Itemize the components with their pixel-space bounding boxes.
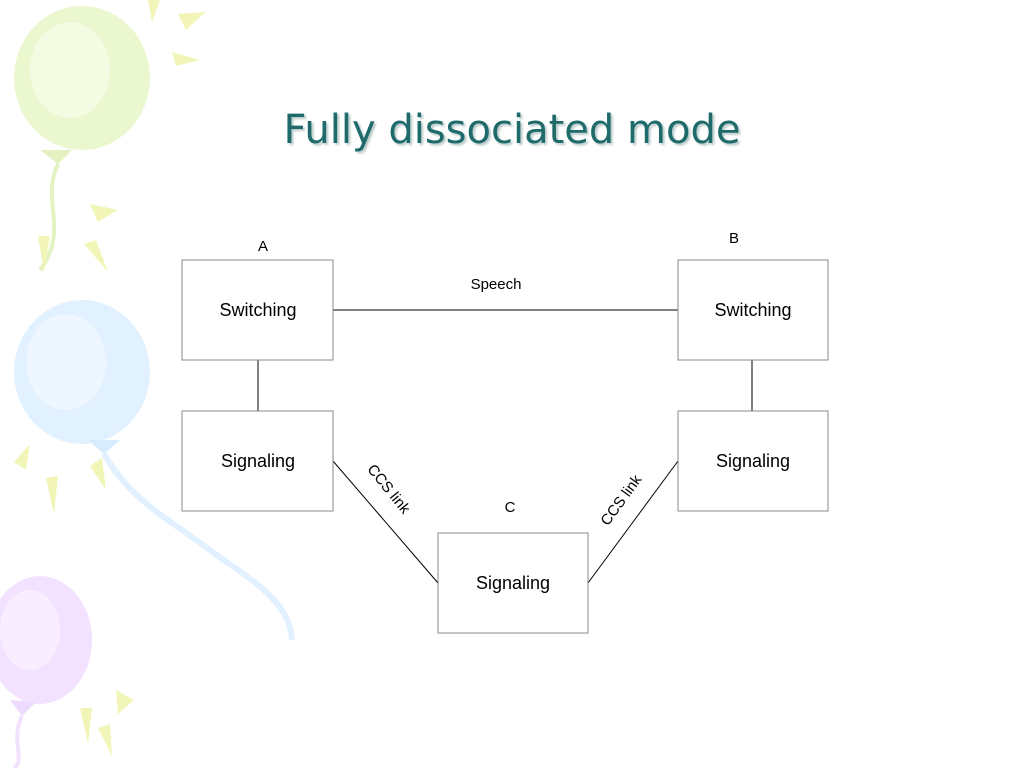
label-b: B — [729, 230, 739, 247]
label-a: A — [258, 238, 268, 255]
node-switching-b: Switching — [677, 259, 829, 361]
node-signaling-a: Signaling — [181, 410, 334, 512]
node-signaling-b-label: Signaling — [716, 451, 790, 471]
node-switching-a: Switching — [181, 259, 334, 361]
blue-balloon-icon — [14, 300, 295, 641]
node-switching-b-label: Switching — [714, 300, 791, 320]
node-signaling-b: Signaling — [677, 410, 829, 512]
node-signaling-c: Signaling — [437, 532, 589, 634]
green-balloon-icon — [14, 6, 150, 272]
page-title: Fully dissociated mode — [283, 107, 741, 153]
ccs-link-edge-left — [332, 460, 439, 584]
ccs-link-label-right: CCS link — [597, 471, 645, 529]
node-signaling-a-label: Signaling — [221, 451, 295, 471]
node-switching-a-label: Switching — [219, 300, 296, 320]
ccs-link-label-left: CCS link — [364, 461, 414, 517]
node-signaling-c-label: Signaling — [476, 573, 550, 593]
ccs-link-edge-right — [587, 460, 679, 584]
speech-label: Speech — [471, 276, 522, 293]
purple-balloon-icon — [0, 576, 92, 768]
label-c: C — [505, 499, 516, 516]
ray-decoration-icon — [14, 0, 206, 756]
